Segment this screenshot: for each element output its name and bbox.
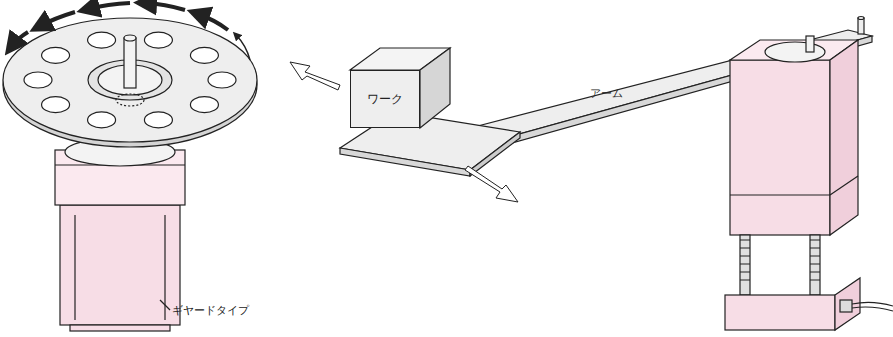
table-hole [42,47,70,63]
motion-arrows [290,62,518,202]
node-text: ワーク [367,91,403,108]
table-hole [144,112,172,128]
table-hole [190,97,218,113]
table-hole [24,72,52,88]
table-hole [190,47,218,63]
index-table [3,18,257,147]
table-hole [88,112,116,128]
work-box: ワーク [350,70,420,128]
rotation-arrows [12,3,250,60]
work-cube [350,48,450,128]
part-label: アーム [590,86,623,101]
table-hole [208,72,236,88]
part-label: ギヤードタイプ [172,303,249,318]
table-hole [42,97,70,113]
geared-motor [55,138,185,331]
table-hole [144,32,172,48]
arm-motor [725,36,893,330]
table-hole [88,32,116,48]
